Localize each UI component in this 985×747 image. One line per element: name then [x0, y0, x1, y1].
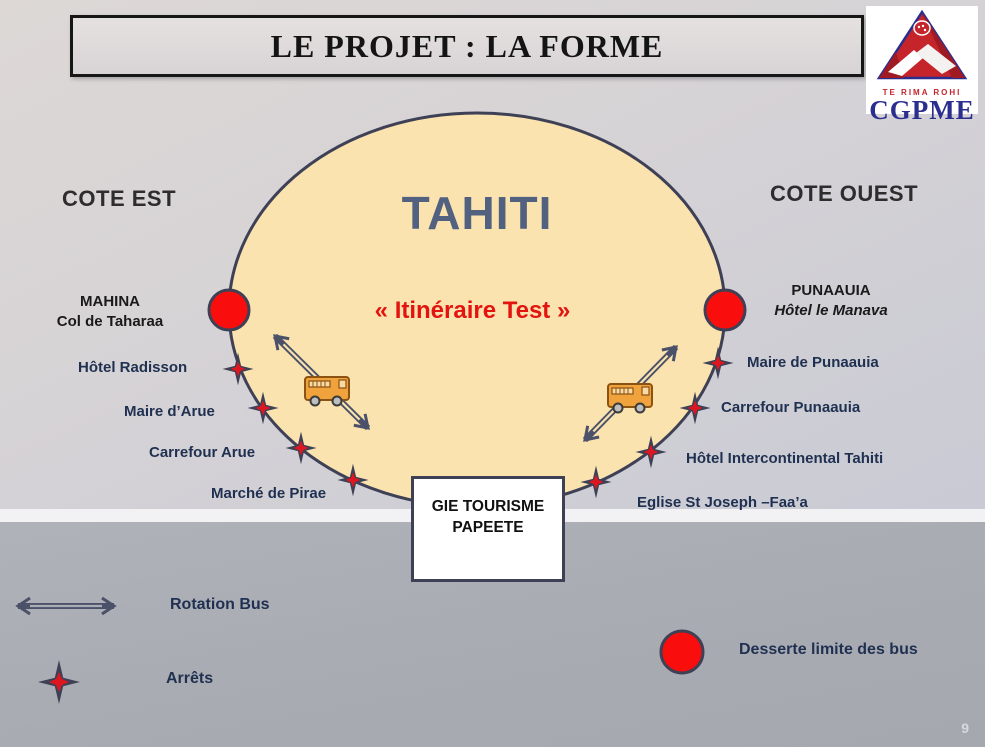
- legend-desserte-label: Desserte limite des bus: [739, 641, 918, 658]
- stop-label: Hôtel Radisson: [78, 359, 188, 376]
- logo-motto: TE RIMA ROHI: [882, 88, 962, 97]
- terminus-circle-east-icon: [207, 288, 251, 332]
- cgpme-logo-triangle-icon: [876, 9, 968, 80]
- east-terminus-name: MAHINA: [80, 293, 140, 310]
- legend-rotation-bus-label: Rotation Bus: [170, 596, 270, 613]
- page-number: 9: [961, 720, 969, 736]
- itinerary-label: « Itinéraire Test »: [374, 297, 571, 324]
- logo-name: CGPME: [869, 95, 975, 125]
- stop-label: Hôtel Intercontinental Tahiti: [686, 450, 884, 467]
- coast-west-label: COTE OUEST: [770, 181, 919, 206]
- hub-box-line2: PAPEETE: [452, 519, 524, 536]
- legend-arrets-label: Arrêts: [166, 670, 214, 687]
- west-terminus-name: PUNAAUIA: [791, 282, 871, 299]
- hub-box-line1: GIE TOURISME: [431, 498, 545, 515]
- west-terminus: PUNAAUIA Hôtel le Manava: [751, 281, 911, 321]
- stop-label: Eglise St Joseph –Faa’a: [637, 494, 808, 511]
- legend-stop-star-icon: [38, 659, 80, 705]
- cgpme-logo: TE RIMA ROHI CGPME: [866, 6, 978, 124]
- west-terminus-detail: Hôtel le Manava: [774, 302, 888, 319]
- stop-label: Maire d’Arue: [124, 403, 215, 420]
- stop-label: Marché de Pirae: [211, 485, 327, 502]
- hub-box: GIE TOURISME PAPEETE: [411, 476, 565, 582]
- stop-label: Carrefour Punaauia: [721, 399, 861, 416]
- slide-title: LE PROJET : LA FORME: [270, 28, 664, 64]
- island-label: TAHITI: [401, 187, 553, 239]
- coast-east-label: COTE EST: [62, 186, 177, 211]
- east-terminus-detail: Col de Taharaa: [56, 313, 164, 330]
- stop-label: Maire de Punaauia: [747, 354, 879, 371]
- stop-label: Carrefour Arue: [149, 444, 256, 461]
- east-terminus: MAHINA Col de Taharaa: [35, 292, 185, 332]
- slide-title-box: LE PROJET : LA FORME: [70, 15, 864, 77]
- terminus-circle-west-icon: [703, 288, 747, 332]
- legend-red-circle-icon: [659, 629, 705, 675]
